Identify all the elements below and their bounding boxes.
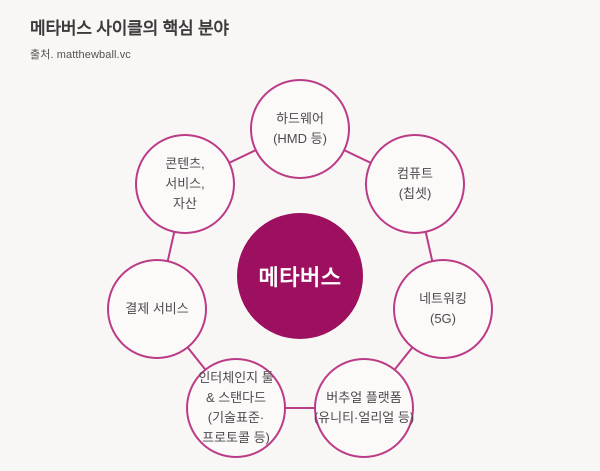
label-line: 버추얼 플랫폼 [326, 390, 402, 405]
node-label-networking: 네트워킹 (5G) [419, 289, 467, 329]
label-line: 하드웨어 [276, 111, 324, 126]
label-line: (기술표준· [207, 410, 265, 425]
page-title: 메타버스 사이클의 핵심 분야 [30, 19, 229, 38]
node-label-content-services: 콘텐츠, 서비스, 자산 [165, 154, 205, 214]
node-label-virtual-platform: 버추얼 플랫폼 (유니티·얼리얼 등) [314, 388, 414, 428]
label-line: 결제 서비스 [125, 301, 189, 316]
node-circle-virtual-platform [314, 358, 414, 458]
label-line: 컴퓨트 [397, 166, 433, 181]
node-circle-payment-services [107, 259, 207, 359]
label-line: 콘텐츠, [165, 156, 205, 171]
node-circle-compute [365, 134, 465, 234]
center-label-metaverse: 메타버스 [258, 265, 342, 290]
node-circle-hardware [250, 79, 350, 179]
label-line: 프로토콜 등) [202, 430, 270, 445]
label-line: 네트워킹 [419, 291, 467, 306]
node-circle-networking [393, 259, 493, 359]
node-label-interchange-tools: 인터체인지 툴 & 스탠다드 (기술표준· 프로토콜 등) [198, 368, 273, 448]
node-label-payment-services: 결제 서비스 [125, 299, 188, 319]
label-line: (칩셋) [398, 186, 432, 201]
label-line: (유니티·얼리얼 등) [313, 410, 415, 425]
node-circle-content-services [135, 134, 235, 234]
center-circle-metaverse [237, 213, 363, 339]
label-line: 인터체인지 툴 [198, 370, 274, 385]
header: 메타버스 사이클의 핵심 분야 출처. matthewball.vc [30, 14, 229, 62]
label-line: 자산 [173, 196, 197, 211]
source-caption: 출처. matthewball.vc [30, 49, 131, 61]
node-label-hardware: 하드웨어 (HMD 등) [273, 109, 327, 149]
node-label-compute: 컴퓨트 (칩셋) [397, 164, 433, 204]
label-line: & 스탠다드 [205, 390, 267, 405]
label-line: (HMD 등) [273, 131, 327, 146]
label-line: (5G) [430, 311, 456, 326]
label-line: 서비스, [165, 176, 205, 191]
node-circle-interchange-tools [186, 358, 286, 458]
